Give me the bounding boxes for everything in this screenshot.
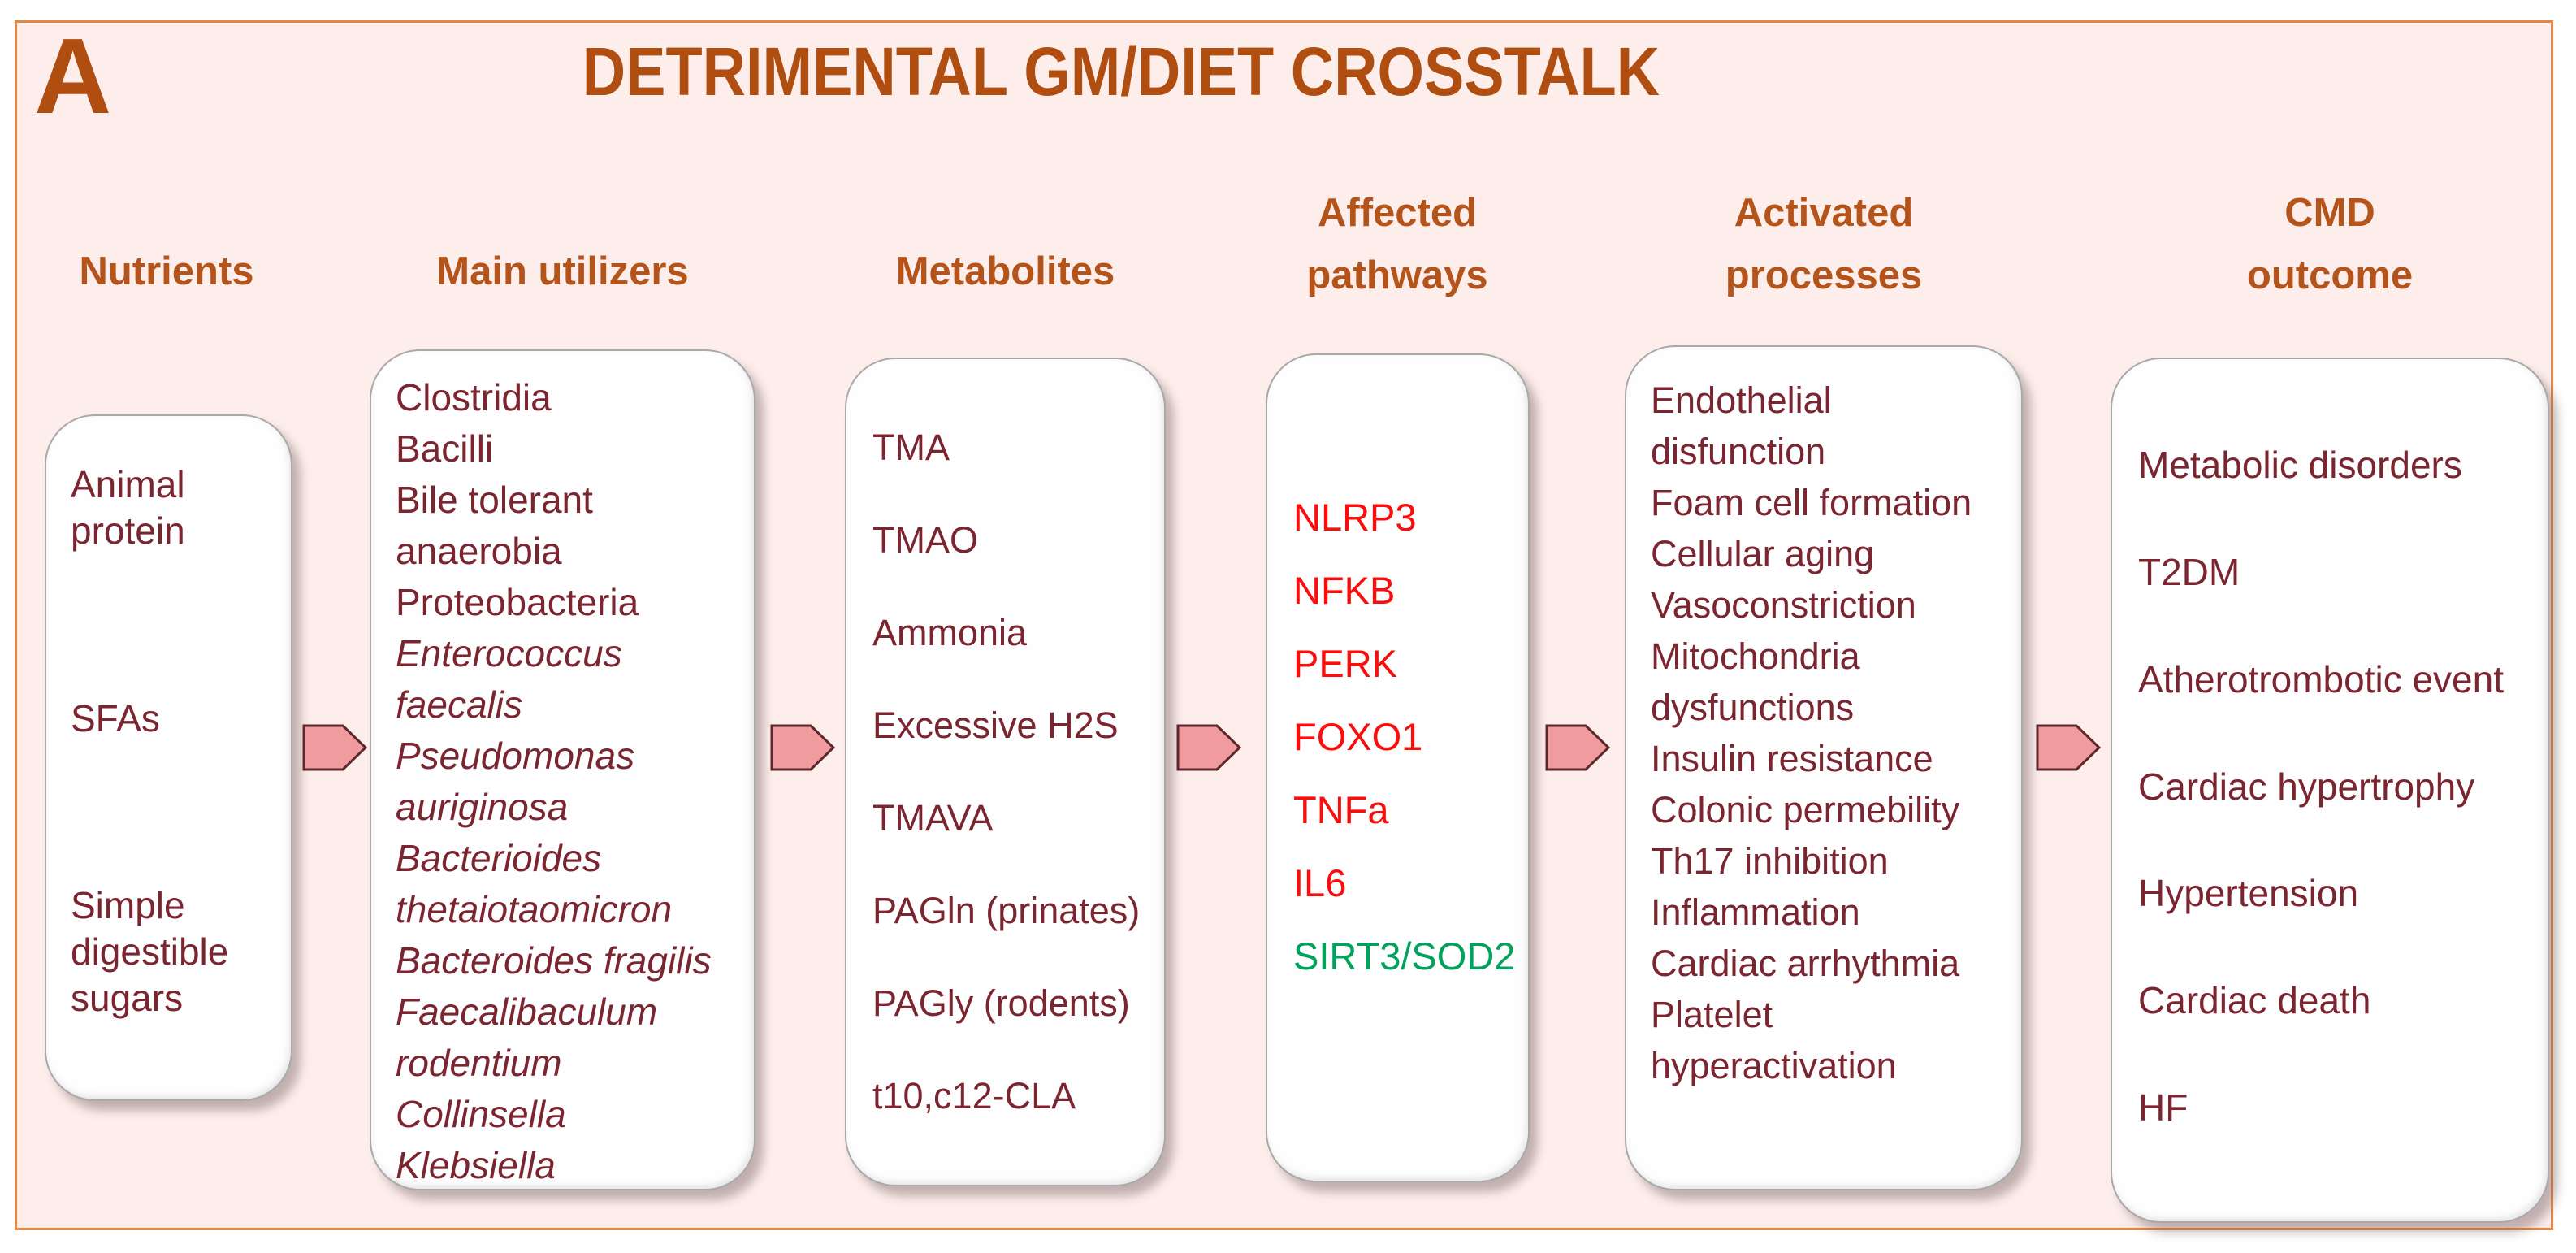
list-item: SIRT3/SOD2 <box>1293 934 1516 978</box>
list-item: Endothelial disfunction <box>1651 379 1832 472</box>
list-item: Cardiac hypertrophy <box>2138 765 2475 808</box>
list-item: Platelet hyperactivation <box>1651 994 1897 1086</box>
list-item: TMAVA <box>872 797 994 839</box>
flow-arrow-right-icon <box>302 724 367 771</box>
list-item: Inflammation <box>1651 891 1860 933</box>
list-item: Bacilli <box>396 427 494 470</box>
flow-arrow-right-icon <box>1545 724 1610 771</box>
flow-arrow-right-icon <box>2036 724 2101 771</box>
list-item: Hypertension <box>2138 872 2359 915</box>
list-item: Simple digestible sugars <box>71 884 229 1019</box>
list-item: T2DM <box>2138 550 2240 593</box>
list-item: Clostridia <box>396 376 552 418</box>
column-header-nutrients: Nutrients <box>79 249 254 293</box>
column-header-cmd-outcome: CMD outcome <box>2246 191 2414 297</box>
list-item: Klebsiella <box>396 1144 556 1186</box>
list-item: FOXO1 <box>1293 715 1423 758</box>
list-item: NFKB <box>1293 569 1396 612</box>
list-item: TMA <box>872 427 950 468</box>
list-item: PAGln (prinates) <box>872 890 1141 931</box>
list-item: t10,c12-CLA <box>872 1075 1076 1116</box>
column-header-main-utilizers: Main utilizers <box>436 249 689 293</box>
list-item: Foam cell formation <box>1651 482 1972 523</box>
list-item: Cardiac death <box>2138 979 2371 1022</box>
list-item: Ammonia <box>872 612 1028 653</box>
list-item: TNFa <box>1293 788 1389 831</box>
activated-processes-box: Endothelial disfunction Foam cell format… <box>1625 345 2023 1190</box>
list-item: Excessive H2S <box>872 705 1119 746</box>
list-item: PERK <box>1293 642 1397 685</box>
list-item: Cardiac arrhythmia <box>1651 943 1960 984</box>
column-header-activated-processes: Activated processes <box>1725 191 1923 297</box>
list-item: Cellular aging <box>1651 533 1875 574</box>
list-item: HF <box>2138 1086 2189 1129</box>
column-header-metabolites: Metabolites <box>895 249 1115 293</box>
list-item: Mitochondria dysfunctions <box>1651 635 1860 728</box>
column-header-affected-pathways: Affected pathways <box>1306 191 1488 297</box>
list-item: Faecalibaculum rodentium <box>396 991 658 1084</box>
list-item: Pseudomonas auriginosa <box>396 735 635 828</box>
main-utilizers-box: Clostridia Bacilli Bile tolerant anaerob… <box>370 349 755 1190</box>
list-item: Colonic permebility <box>1651 789 1960 830</box>
affected-pathways-box: NLRP3 NFKB PERK FOXO1 TNFa IL6 SIRT3/SOD… <box>1266 353 1530 1182</box>
list-item: Enterococcus faecalis <box>396 632 622 726</box>
cmd-outcome-box: Metabolic disorders T2DM Atherotrombotic… <box>2111 358 2549 1223</box>
list-item: SFAs <box>71 696 160 739</box>
list-item: Vasoconstriction <box>1651 584 1916 626</box>
list-item: Metabolic disorders <box>2138 443 2462 486</box>
list-item: Bile tolerant anaerobia <box>396 479 593 572</box>
list-item: Proteobacteria <box>396 581 639 623</box>
list-item: IL6 <box>1293 861 1347 904</box>
list-item: Th17 inhibition <box>1651 840 1889 882</box>
figure-title: DETRIMENTAL GM/DIET CROSSTALK <box>582 33 1660 110</box>
panel-label: A <box>34 16 112 136</box>
list-item: Animal protein <box>71 463 185 552</box>
flow-arrow-right-icon <box>770 724 835 771</box>
list-item: Collinsella <box>396 1093 566 1135</box>
list-item: Bacterioides thetaiotaomicron <box>396 837 673 930</box>
metabolites-box: TMA TMAO Ammonia Excessive H2S TMAVA PAG… <box>845 358 1166 1186</box>
list-item: Bacteroides fragilis <box>396 939 712 982</box>
list-item: PAGly (rodents) <box>872 982 1130 1024</box>
nutrients-box: Animal protein SFAs Simple digestible su… <box>45 414 292 1101</box>
list-item: Insulin resistance <box>1651 738 1933 779</box>
list-item: TMAO <box>872 519 978 561</box>
list-item: Atherotrombotic event <box>2138 657 2505 700</box>
flow-arrow-right-icon <box>1176 724 1241 771</box>
list-item: NLRP3 <box>1293 496 1417 539</box>
